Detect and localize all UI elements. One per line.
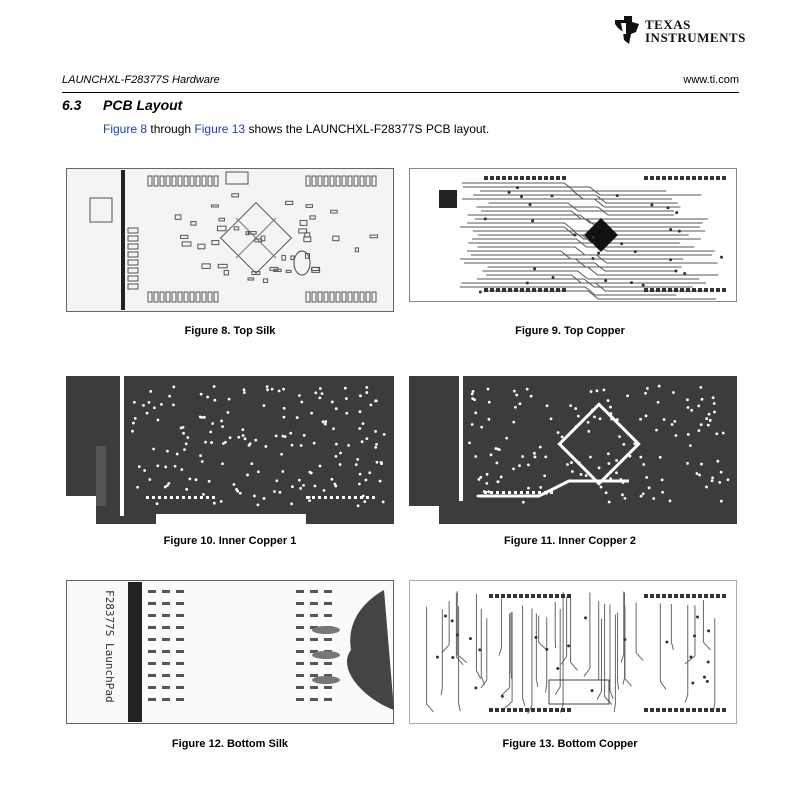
section-heading: 6.3 PCB Layout (62, 97, 182, 113)
figure-8-link[interactable]: Figure 8 (103, 122, 148, 136)
figure-inner-copper-1 (66, 376, 394, 524)
figure-11-caption: Figure 11. Inner Copper 2 (503, 535, 637, 547)
ti-logo: TEXAS INSTRUMENTS (612, 14, 746, 48)
ti-logo-icon (615, 16, 639, 44)
running-header: LAUNCHXL-F28377S Hardware www.ti.com (62, 74, 739, 93)
intro-paragraph: Figure 8 through Figure 13 shows the LAU… (103, 122, 489, 136)
intro-mid: through (147, 122, 195, 136)
figure-12-caption: Figure 12. Bottom Silk (171, 738, 289, 750)
figure-top-silk (66, 168, 394, 312)
section-title: PCB Layout (103, 97, 183, 113)
figure-13-caption: Figure 13. Bottom Copper (502, 738, 638, 750)
logo-line-2: INSTRUMENTS (645, 30, 746, 45)
figure-bottom-copper (409, 580, 737, 724)
site-url[interactable]: www.ti.com (683, 74, 739, 86)
section-number: 6.3 (62, 97, 82, 113)
figure-inner-copper-2 (409, 376, 737, 524)
figure-13-link[interactable]: Figure 13 (194, 122, 246, 136)
figure-9-caption: Figure 9. Top Copper (515, 325, 625, 337)
figure-bottom-silk: F28377S LaunchPad (66, 580, 394, 724)
logo-line-1: TEXAS (645, 17, 691, 32)
intro-rest: shows the LAUNCHXL-F28377S PCB layout. (245, 122, 490, 136)
bottom-silk-board-name: F28377S LaunchPad (103, 590, 116, 703)
figure-8-caption: Figure 8. Top Silk (184, 325, 276, 337)
figure-10-caption: Figure 10. Inner Copper 1 (163, 535, 297, 547)
doc-title: LAUNCHXL-F28377S Hardware (62, 74, 220, 86)
figure-top-copper (409, 168, 737, 302)
